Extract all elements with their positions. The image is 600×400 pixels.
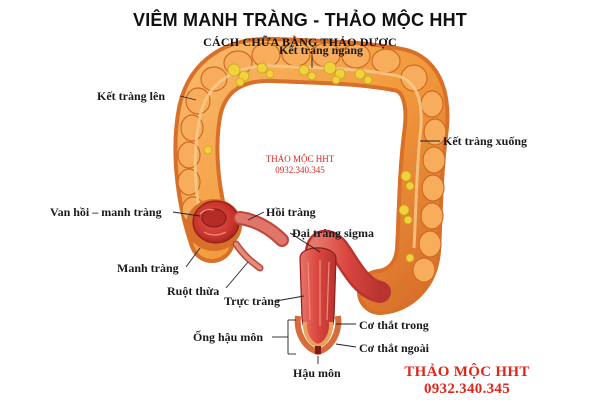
watermark-bottom-name: THẢO MỘC HHT xyxy=(404,364,530,380)
watermark-bottom-phone: 0932.340.345 xyxy=(423,381,511,397)
label-ileocecal-valve: Van hồi – manh tràng xyxy=(50,205,162,219)
watermark-bottom: THẢO MỘC HHT 0932.340.345 xyxy=(392,364,542,398)
label-appendix: Ruột thừa xyxy=(167,284,220,298)
label-external-sphincter: Cơ thắt ngoài xyxy=(359,341,429,355)
appendix xyxy=(232,240,264,272)
watermark-center-phone: 0932.340.345 xyxy=(275,165,325,175)
label-anal-canal: Ống hậu môn xyxy=(193,330,264,344)
label-sigmoid-colon: Đại tràng sigma xyxy=(292,226,374,240)
sigmoid-colon xyxy=(305,229,391,303)
ileum xyxy=(233,211,289,247)
rectum xyxy=(299,247,337,349)
watermark-center-name: THẢO MỘC HHT xyxy=(265,154,335,164)
label-rectum: Trực tràng xyxy=(224,294,280,308)
fat-appendages xyxy=(203,61,415,263)
label-cecum: Manh tràng xyxy=(117,261,179,275)
label-ileum: Hồi tràng xyxy=(266,205,316,219)
label-anus: Hậu môn xyxy=(293,366,341,380)
page-subtitle: CÁCH CHỮA BẰNG THẢO DƯỢC xyxy=(203,35,397,49)
page-title: VIÊM MANH TRÀNG - THẢO MỘC HHT xyxy=(133,10,467,30)
label-internal-sphincter: Cơ thắt trong xyxy=(359,318,429,332)
label-ascending-colon: Kết tràng lên xyxy=(97,89,165,103)
anal-sphincters xyxy=(294,315,342,356)
leader-lines xyxy=(172,55,440,364)
cecum xyxy=(186,199,242,251)
label-transverse-colon: Kết tràng ngang xyxy=(279,43,363,57)
watermark-center: THẢO MỘC HHT 0932.340.345 xyxy=(240,154,360,176)
label-descending-colon: Kết tràng xuống xyxy=(443,134,527,148)
